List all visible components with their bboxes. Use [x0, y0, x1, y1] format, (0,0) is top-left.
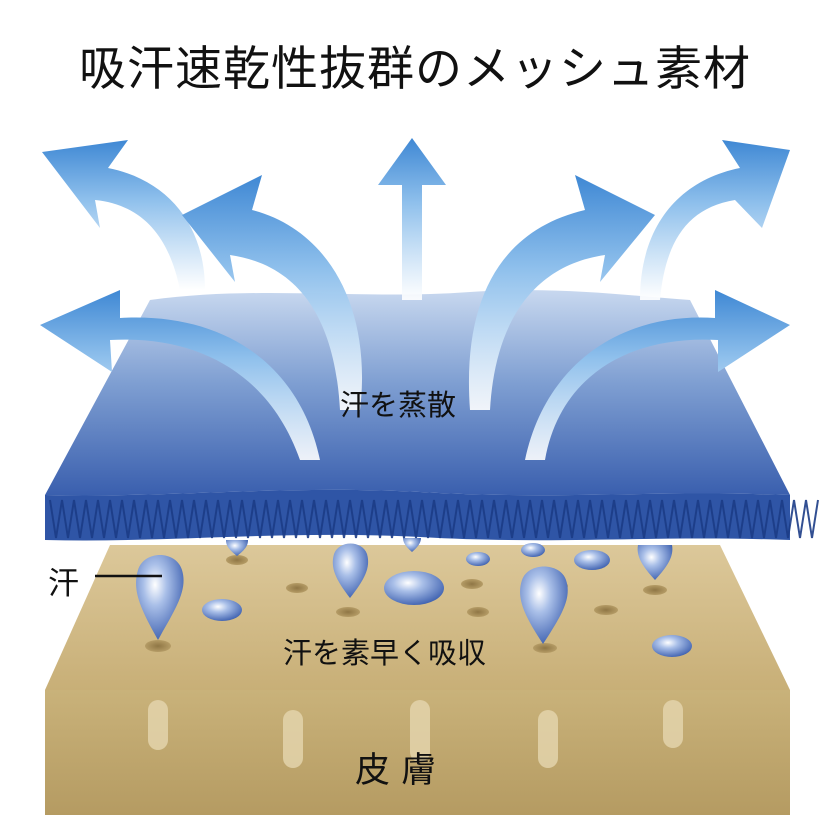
arrow-icon — [182, 175, 363, 410]
skin-block — [45, 545, 790, 815]
skin-label: 皮 膚 — [355, 751, 437, 791]
arrow-icon — [468, 175, 655, 410]
evaporation-arrows — [40, 138, 790, 460]
evaporate-label: 汗を蒸散 — [340, 388, 457, 422]
arrow-icon — [378, 138, 446, 300]
arrow-icon — [42, 140, 205, 290]
arrow-icon — [525, 290, 790, 460]
arrow-icon — [40, 290, 320, 460]
sweat-label: 汗 — [48, 566, 79, 602]
mesh-edge-pattern — [49, 499, 819, 539]
page-title: 吸汗速乾性抜群のメッシュ素材 — [79, 42, 751, 97]
arrow-icon — [640, 140, 790, 300]
absorb-label: 汗を素早く吸収 — [283, 636, 487, 670]
